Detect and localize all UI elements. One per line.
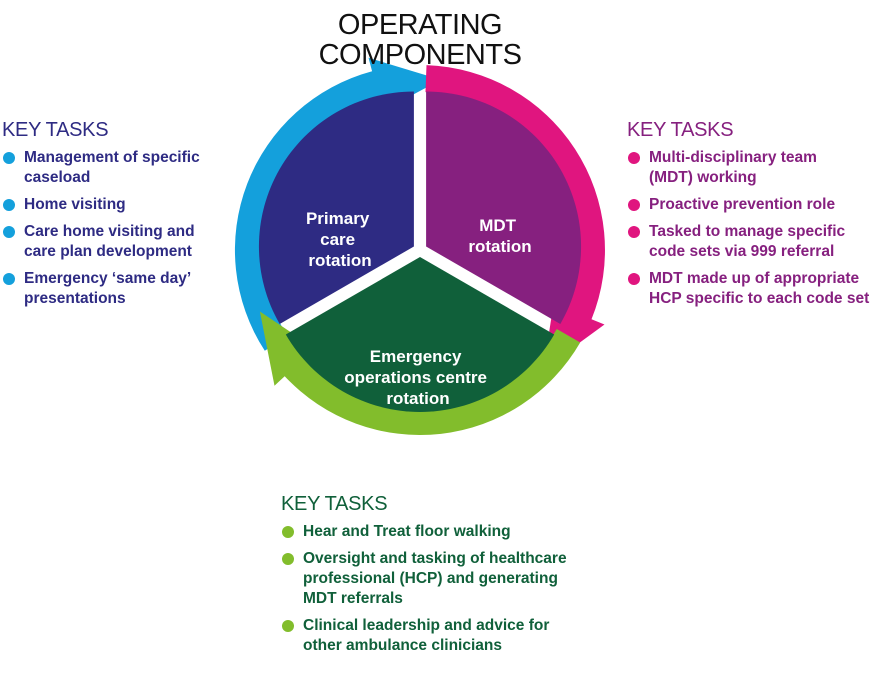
key-task-item: Emergency ‘same day’ presentations bbox=[2, 269, 242, 309]
bullet-dot-icon bbox=[628, 152, 640, 164]
eoc-label-line: operations centre bbox=[344, 368, 487, 387]
key-task-item: Tasked to manage specific code sets via 9… bbox=[627, 222, 882, 262]
bullet-dot-icon bbox=[3, 273, 15, 285]
key-task-line: Hear and Treat floor walking bbox=[303, 523, 511, 540]
primary-care-key-tasks: KEY TASKS Management of specific caseload… bbox=[2, 118, 242, 316]
key-task-line: HCP specific to each code set bbox=[649, 290, 870, 307]
primary-care-label-line: care bbox=[320, 230, 355, 249]
key-task-line: Proactive prevention role bbox=[649, 196, 836, 213]
primary-care-segment bbox=[258, 91, 414, 324]
mdt-label-line: rotation bbox=[468, 237, 531, 256]
diagram-title: OPERATING COMPONENTS bbox=[300, 10, 540, 70]
key-task-line: caseload bbox=[24, 169, 91, 186]
bullet-dot-icon bbox=[282, 526, 294, 538]
key-task-line: care plan development bbox=[24, 243, 192, 260]
title-line: COMPONENTS bbox=[318, 39, 522, 71]
key-task-line: Multi-disciplinary team bbox=[649, 149, 817, 166]
primary-care-label-line: rotation bbox=[308, 251, 371, 270]
key-task-line: other ambulance clinicians bbox=[303, 637, 502, 654]
key-task-item: Care home visiting and care plan developm… bbox=[2, 222, 242, 262]
key-task-line: (MDT) working bbox=[649, 169, 757, 186]
key-task-line: Clinical leadership and advice for bbox=[303, 617, 550, 634]
bullet-dot-icon bbox=[282, 620, 294, 632]
key-task-item: Oversight and tasking of healthcare profe… bbox=[281, 549, 601, 609]
bullet-dot-icon bbox=[282, 553, 294, 565]
bullet-dot-icon bbox=[3, 152, 15, 164]
key-tasks-heading: KEY TASKS bbox=[2, 119, 109, 141]
mdt-label-line: MDT bbox=[479, 216, 516, 235]
bullet-dot-icon bbox=[628, 199, 640, 211]
key-tasks-heading: KEY TASKS bbox=[627, 119, 734, 141]
key-task-item: Management of specific caseload bbox=[2, 148, 242, 188]
key-task-line: code sets via 999 referral bbox=[649, 243, 835, 260]
mdt-cycle-arrow bbox=[425, 65, 605, 370]
mdt-key-tasks: KEY TASKS Multi-disciplinary team (MDT) w… bbox=[627, 118, 882, 316]
key-task-line: Oversight and tasking of healthcare bbox=[303, 550, 567, 567]
mdt-label: MDT rotation bbox=[468, 216, 531, 256]
key-task-line: professional (HCP) and generating bbox=[303, 570, 558, 587]
key-tasks-heading: KEY TASKS bbox=[281, 493, 388, 515]
key-task-item: Home visiting bbox=[2, 195, 242, 215]
mdt-segment bbox=[426, 91, 582, 324]
key-task-item: Proactive prevention role bbox=[627, 195, 882, 215]
key-task-line: Care home visiting and bbox=[24, 223, 195, 240]
title-line: OPERATING bbox=[337, 9, 503, 41]
key-task-line: MDT referrals bbox=[303, 590, 403, 607]
bullet-dot-icon bbox=[628, 273, 640, 285]
primary-care-cycle-arrow bbox=[234, 57, 441, 351]
bullet-dot-icon bbox=[628, 226, 640, 238]
eoc-label: Emergency operations centre rotation bbox=[344, 347, 491, 408]
key-task-line: Home visiting bbox=[24, 196, 126, 213]
primary-care-label-line: Primary bbox=[306, 209, 370, 228]
eoc-label-line: Emergency bbox=[370, 347, 462, 366]
key-task-item: Hear and Treat floor walking bbox=[281, 522, 601, 542]
key-task-item: Clinical leadership and advice for other … bbox=[281, 616, 601, 656]
key-task-line: Tasked to manage specific bbox=[649, 223, 846, 240]
primary-care-label: Primary care rotation bbox=[306, 209, 374, 270]
eoc-label-line: rotation bbox=[386, 389, 449, 408]
key-task-line: MDT made up of appropriate bbox=[649, 270, 860, 287]
key-task-line: presentations bbox=[24, 290, 126, 307]
key-task-line: Emergency ‘same day’ bbox=[24, 270, 192, 287]
bullet-dot-icon bbox=[3, 199, 15, 211]
bullet-dot-icon bbox=[3, 226, 15, 238]
key-task-item: Multi-disciplinary team (MDT) working bbox=[627, 148, 882, 188]
eoc-segment bbox=[285, 257, 555, 412]
key-task-line: Management of specific bbox=[24, 149, 200, 166]
eoc-cycle-arrow bbox=[259, 311, 581, 436]
